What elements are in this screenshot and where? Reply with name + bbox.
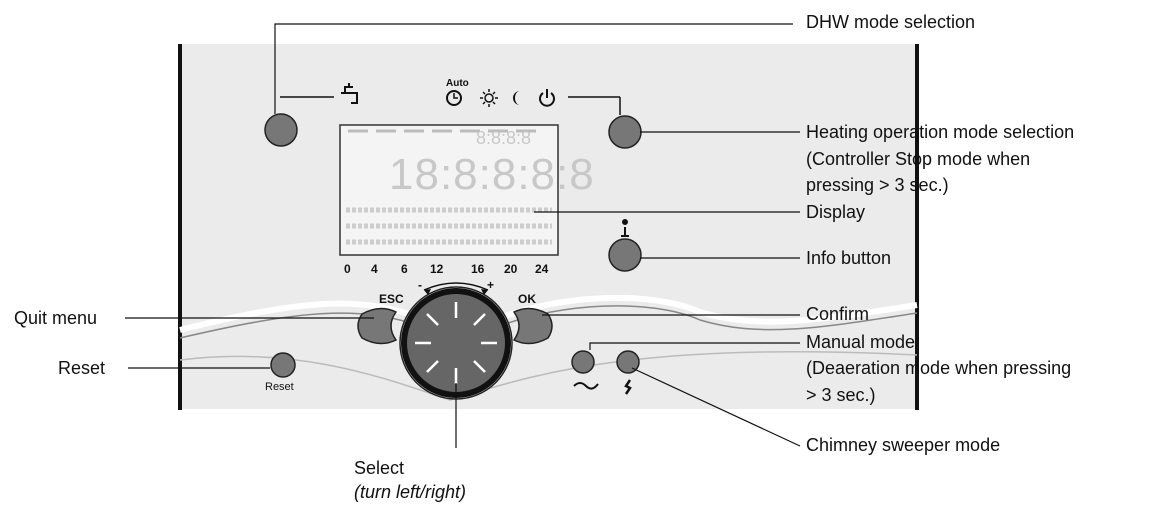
swoosh-left-grey <box>179 312 421 339</box>
swoosh-right-white <box>498 294 918 325</box>
power-icon <box>539 89 555 107</box>
timeline-tick: 20 <box>504 262 518 276</box>
callout-heating-mode-line1: Heating operation mode selection <box>806 122 1075 142</box>
info-icon <box>621 219 629 237</box>
timeline-tick: 0 <box>344 262 351 276</box>
knob-minus-label: - <box>418 278 422 292</box>
callout-heating-mode-line2: (Controller Stop mode when <box>806 149 1031 169</box>
timeline-tick: 4 <box>371 262 378 276</box>
leader-lines <box>125 23 801 448</box>
callout-quit-menu: Quit menu <box>14 308 98 328</box>
hand-icon <box>573 382 599 390</box>
knob-turn-arrow <box>423 282 489 291</box>
callout-manual-line1: Manual mode <box>806 332 916 352</box>
swoosh-left-white <box>179 300 422 333</box>
sun-icon <box>480 89 498 107</box>
callout-select-line2: (turn left/right) <box>354 482 467 502</box>
ok-label: OK <box>518 292 536 306</box>
timeline-tick: 6 <box>401 262 408 276</box>
manual-mode-button[interactable] <box>571 350 595 374</box>
heating-mode-button[interactable] <box>608 115 642 149</box>
callout-select-line1: Select <box>354 458 405 478</box>
callout-chimney-sweeper: Chimney sweeper mode <box>806 435 1001 455</box>
callout-reset: Reset <box>58 358 106 378</box>
dhw-mode-button[interactable] <box>264 113 298 147</box>
knob-markings <box>415 302 497 384</box>
timeline-tick: 12 <box>430 262 444 276</box>
chimney-sweeper-button[interactable] <box>616 350 640 374</box>
esc-label: ESC <box>379 292 404 306</box>
auto-clock-icon <box>446 90 462 106</box>
display-timeline-rows <box>346 207 552 245</box>
callout-heating-mode-line3: pressing > 3 sec.) <box>806 175 949 195</box>
esc-button[interactable] <box>357 307 398 345</box>
timeline-tick: 24 <box>535 262 549 276</box>
knob-plus-label: + <box>487 278 495 292</box>
display-small-digits: 8:8:8:8 <box>476 128 532 148</box>
timeline-tick: 16 <box>471 262 485 276</box>
reset-button[interactable] <box>270 352 296 378</box>
callout-info-button: Info button <box>806 248 892 268</box>
callout-dhw-mode: DHW mode selection <box>806 12 976 32</box>
tap-icon <box>341 83 358 104</box>
chimney-sweeper-icon <box>624 379 632 395</box>
callout-manual-line2: (Deaeration mode when pressing <box>806 358 1072 378</box>
ok-button[interactable] <box>512 307 553 345</box>
info-button[interactable] <box>608 238 642 272</box>
display-screen <box>339 124 559 256</box>
display-digits: 18:8:8:8:8 <box>389 150 595 199</box>
swoosh-right-grey <box>499 305 918 331</box>
reset-panel-label: Reset <box>265 381 294 393</box>
callout-confirm: Confirm <box>806 304 870 324</box>
callout-display: Display <box>806 202 866 222</box>
callout-manual-line3: > 3 sec.) <box>806 385 876 405</box>
moon-icon <box>513 91 520 105</box>
auto-label: Auto <box>446 78 469 89</box>
